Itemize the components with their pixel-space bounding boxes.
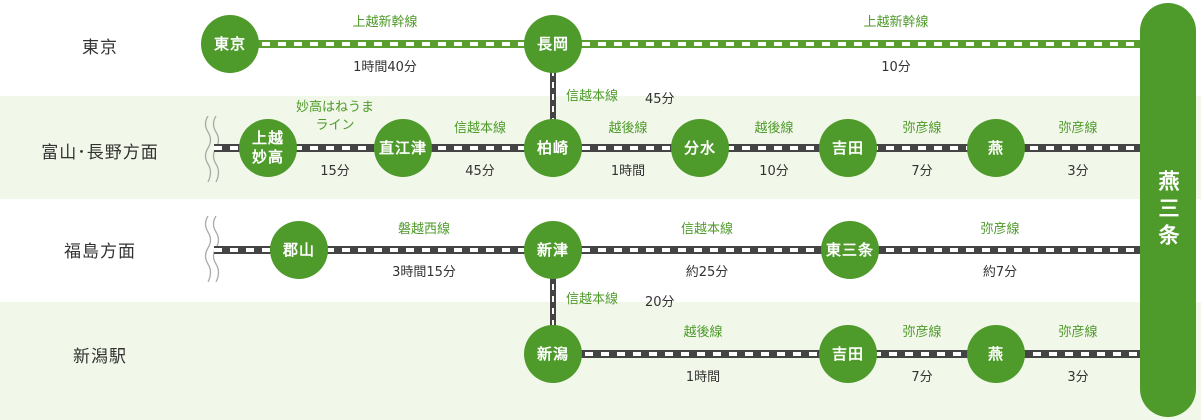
line-label: 信越本線	[566, 89, 619, 104]
station-niitsu: 新津	[524, 221, 582, 279]
region-label-fukushima: 福島方面	[64, 242, 136, 262]
station-tsubame: 燕	[967, 325, 1025, 383]
time-label: 1時間	[610, 164, 646, 179]
station-yoshida: 吉田	[819, 119, 877, 177]
line-label: 弥彦線	[980, 222, 1020, 237]
time-label: 1時間	[685, 370, 721, 385]
track-niitsu-niigata	[550, 272, 556, 352]
time-label: 3分	[1067, 370, 1089, 385]
line-label: 信越本線	[566, 292, 619, 307]
line-label: 弥彦線	[902, 325, 942, 340]
station-kashiwazaki: 柏崎	[524, 119, 582, 177]
line-label: 信越本線	[453, 121, 506, 136]
time-label: 1時間40分	[353, 60, 417, 75]
line-label: 上越新幹線	[863, 15, 929, 30]
destination-tsubame-sanjo: 燕三条	[1140, 3, 1196, 417]
time-label: 20分	[645, 295, 675, 310]
time-label: 45分	[465, 164, 495, 179]
time-label: 約7分	[982, 265, 1018, 280]
time-label: 45分	[645, 92, 675, 107]
line-label: 越後線	[754, 121, 794, 136]
line-label: 弥彦線	[1058, 121, 1098, 136]
time-label: 15分	[320, 164, 350, 179]
line-label: 信越本線	[680, 222, 733, 237]
region-label-toyama-nagano: 富山･長野方面	[41, 143, 159, 163]
time-label: 約25分	[685, 265, 729, 280]
station-joetsu-myoko: 上越 妙高	[239, 119, 297, 177]
time-label: 10分	[881, 60, 911, 75]
station-higashi-sanjo: 東三条	[821, 221, 879, 279]
station-yoshida: 吉田	[819, 325, 877, 383]
time-label: 3分	[1067, 164, 1089, 179]
track-shinkansen	[230, 40, 1142, 48]
station-tokyo: 東京	[201, 15, 259, 73]
line-label: 磐越西線	[397, 222, 450, 237]
station-bunsui: 分水	[671, 119, 729, 177]
station-nagaoka: 長岡	[524, 15, 582, 73]
station-koriyama: 郡山	[270, 221, 328, 279]
station-niigata: 新潟	[524, 325, 582, 383]
station-tsubame: 燕	[967, 119, 1025, 177]
track-nagaoka-kashiwazaki	[550, 70, 556, 148]
time-label: 7分	[911, 164, 933, 179]
time-label: 7分	[911, 370, 933, 385]
line-label: 弥彦線	[902, 121, 942, 136]
station-naoetsu: 直江津	[374, 119, 432, 177]
time-label: 10分	[759, 164, 789, 179]
time-label: 3時間15分	[392, 265, 456, 280]
line-label: 越後線	[608, 121, 648, 136]
destination-label: 燕三条	[1156, 169, 1180, 251]
line-label: 上越新幹線	[352, 15, 418, 30]
region-label-tokyo: 東京	[82, 38, 118, 58]
track-fukushima-row	[214, 246, 1142, 254]
line-label: 越後線	[683, 325, 723, 340]
line-label: 弥彦線	[1058, 325, 1098, 340]
line-label: 妙高はねうま ライン	[295, 100, 374, 133]
region-label-niigata: 新潟駅	[73, 347, 127, 367]
